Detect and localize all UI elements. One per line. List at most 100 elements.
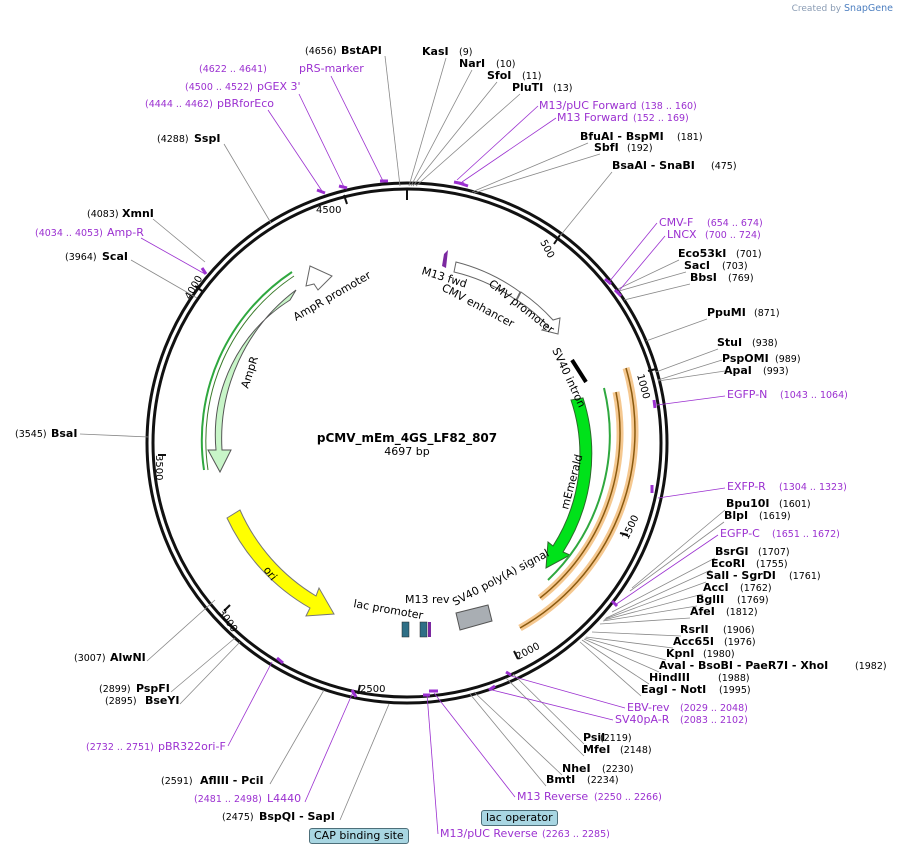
enzyme-name[interactable]: PpuMI [707,306,746,319]
enzyme-name[interactable]: PluTI [512,81,543,94]
primer-name[interactable]: EXFP-R [727,480,766,493]
primer-name[interactable]: Amp-R [107,226,144,239]
primer-name[interactable]: M13 Reverse [517,790,588,803]
primer-range: (654 .. 674) [707,218,763,229]
green-orf-line [547,387,611,581]
enzyme-name[interactable]: AfeI [690,605,715,618]
enzyme-leader-line [339,703,390,821]
enzyme-position: (1707) [758,547,790,558]
enzyme-position: (9) [459,47,472,58]
enzyme-position: (1995) [719,685,751,696]
primer-name[interactable]: pBR322ori-F [158,740,226,753]
enzyme-leader-line [591,631,682,637]
enzyme-name[interactable]: HindIII [649,671,690,684]
enzyme-name[interactable]: ApaI [724,364,752,377]
enzyme-leader-line [223,143,272,224]
enzyme-leader-line [408,57,447,187]
enzyme-name[interactable]: BsrGI [715,545,748,558]
feature-label-sv40-polya: SV40 poly(A) signal [450,547,551,609]
enzyme-leader-line [579,641,642,697]
ampr-arrow-body[interactable] [207,289,297,474]
enzyme-name[interactable]: EagI - NotI [641,683,706,696]
backbone-inner-ring [151,187,663,699]
primer-leader-line [426,693,439,835]
enzyme-name[interactable]: ScaI [102,250,128,263]
enzyme-name[interactable]: SalI - SgrDI [706,569,776,582]
cmv-enhancer-arrow[interactable] [453,261,521,301]
enzyme-name[interactable]: AvaI - BsoBI - PaeR7I - XhoI [659,659,828,672]
primer-name[interactable]: LNCX [667,228,697,241]
enzyme-name[interactable]: BseYI [145,694,179,707]
enzyme-name[interactable]: Bpu10I [726,497,770,510]
enzyme-name[interactable]: AflIII - PciI [200,774,264,787]
scale-tick [194,285,203,292]
enzyme-name[interactable]: NarI [459,57,485,70]
enzyme-name[interactable]: BfuAI - BspMI [580,130,664,143]
enzyme-name[interactable]: StuI [717,336,742,349]
primer-name[interactable]: EGFP-C [720,527,760,540]
enzyme-name[interactable]: SbfI [594,141,619,154]
enzyme-name[interactable]: AlwNI [110,651,146,664]
scale-tick [513,650,519,660]
enzyme-name[interactable]: BmtI [546,773,575,786]
enzyme-name[interactable]: AccI [703,581,729,594]
memerald-arrow[interactable] [545,397,593,569]
enzyme-leader-line [473,691,563,776]
primer-name[interactable]: M13 Forward [557,111,628,124]
primer-name[interactable]: pRS-marker [299,62,364,75]
enzyme-position: (993) [763,366,789,377]
enzyme-name[interactable]: BsaAI - SnaBI [612,159,695,172]
enzyme-name[interactable]: BstAPI [341,44,382,57]
enzyme-leader-line [602,605,698,622]
enzyme-leader-line [623,283,691,301]
primer-name[interactable]: M13/pUC Reverse [440,827,538,840]
primer-leader-line [456,105,539,181]
enzyme-position: (3545) [15,429,47,440]
enzyme-name[interactable]: PspOMI [722,352,769,365]
enzyme-name[interactable]: SfoI [487,69,511,82]
primer-leader-line [656,395,726,406]
enzyme-name[interactable]: EcoRI [711,557,745,570]
primer-range: (4034 .. 4053) [35,228,103,239]
enzyme-name[interactable]: KasI [422,45,449,58]
primer-leader-line [608,222,658,283]
enzyme-name[interactable]: PspFI [136,682,170,695]
primer-name[interactable]: EBV-rev [627,701,670,714]
enzyme-name[interactable]: BbsI [690,271,717,284]
enzyme-name[interactable]: NheI [562,762,591,775]
enzyme-leader-line [603,593,704,621]
enzyme-name[interactable]: SspI [194,132,220,145]
primer-site-mark [458,181,469,188]
enzyme-name[interactable]: XmnI [122,207,154,220]
enzyme-name[interactable]: BlpI [724,509,748,522]
enzyme-name[interactable]: BglII [696,593,724,606]
enzyme-name[interactable]: SacI [684,259,710,272]
primer-name[interactable]: CMV-F [659,216,693,229]
enzyme-position: (1761) [789,571,821,582]
enzyme-name[interactable]: Acc65I [673,635,714,648]
ampr-promoter-arrow[interactable] [305,265,333,291]
m13-fwd-mark [442,250,448,268]
primer-name[interactable]: M13/pUC Forward [539,99,637,112]
enzyme-name[interactable]: BsaI [51,427,77,440]
enzyme-name[interactable]: Eco53kI [678,247,726,260]
plasmid-length: 4697 bp [384,445,429,458]
primer-name[interactable]: EGFP-N [727,388,767,401]
scale-tick-label: 3500 [153,455,164,480]
primer-name[interactable]: SV40pA-R [615,713,670,726]
enzyme-name[interactable]: RsrII [680,623,709,636]
cmv-promoter-arrow[interactable] [516,291,561,335]
sv40-polya-box[interactable] [455,604,493,631]
primer-name[interactable]: pBRforEco [217,97,274,110]
enzyme-name[interactable]: KpnI [666,647,694,660]
primer-site-mark [350,689,358,698]
enzyme-name[interactable]: BspQI - SapI [259,810,335,823]
primer-name[interactable]: L4440 [267,792,301,805]
primer-name[interactable]: pGEX 3' [257,80,301,93]
enzyme-name[interactable]: PsiI [583,731,605,744]
enzyme-leader-line [469,693,547,787]
ori-arrow[interactable] [226,509,335,617]
scale-tick [343,194,348,205]
enzyme-name[interactable]: MfeI [583,743,610,756]
scale-tick-label: 1000 [634,373,651,400]
